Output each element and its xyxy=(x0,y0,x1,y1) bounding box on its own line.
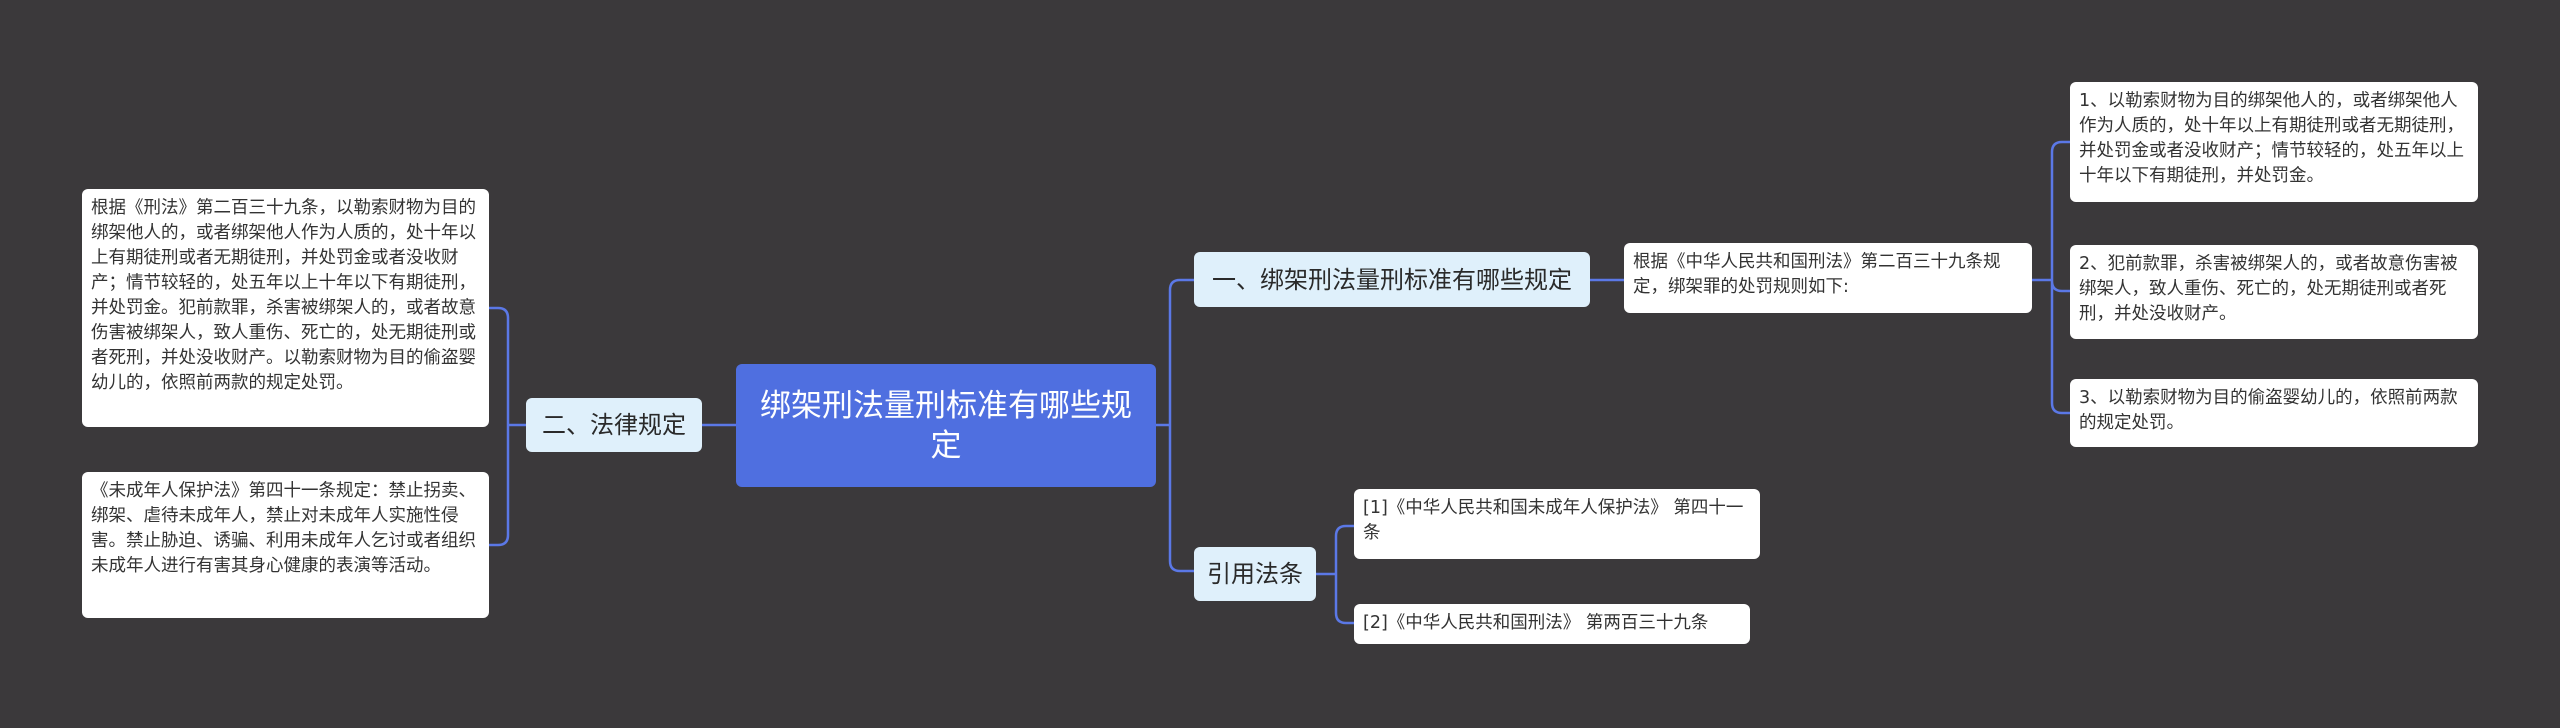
connector-root-right xyxy=(1156,278,1194,573)
leaf-text: 根据《刑法》第二百三十九条，以勒索财物为目的绑架他人的，或者绑架他人作为人质的，… xyxy=(91,198,476,393)
leaf-text: 根据《中华人民共和国刑法》第二百三十九条规定，绑架罪的处罚规则如下: xyxy=(1633,252,2001,297)
leaf-text: [1]《中华人民共和国未成年人保护法》 第四十一条 xyxy=(1363,498,1744,543)
leaf-text: 《未成年人保护法》第四十一条规定：禁止拐卖、绑架、虐待未成年人，禁止对未成年人实… xyxy=(91,481,476,576)
root-topic[interactable]: 绑架刑法量刑标准有哪些规定 xyxy=(736,364,1156,487)
leaf-citation-1[interactable]: [1]《中华人民共和国未成年人保护法》 第四十一条 xyxy=(1354,489,1760,559)
leaf-citation-2[interactable]: [2]《中华人民共和国刑法》 第两百三十九条 xyxy=(1354,604,1750,644)
leaf-text: [2]《中华人民共和国刑法》 第两百三十九条 xyxy=(1363,613,1709,633)
branch-label: 引用法条 xyxy=(1207,560,1303,588)
leaf-text: 1、以勒索财物为目的绑架他人的，或者绑架他人作为人质的，处十年以上有期徒刑或者无… xyxy=(2079,91,2464,186)
leaf-item-1[interactable]: 1、以勒索财物为目的绑架他人的，或者绑架他人作为人质的，处十年以上有期徒刑或者无… xyxy=(2070,82,2478,202)
leaf-criminal-law-intro[interactable]: 根据《中华人民共和国刑法》第二百三十九条规定，绑架罪的处罚规则如下: xyxy=(1624,243,2032,313)
root-topic-label: 绑架刑法量刑标准有哪些规定 xyxy=(760,387,1132,464)
connector-left-items xyxy=(489,306,526,547)
connector-child-items xyxy=(2032,140,2070,415)
leaf-criminal-law-article[interactable]: 根据《刑法》第二百三十九条，以勒索财物为目的绑架他人的，或者绑架他人作为人质的，… xyxy=(82,189,489,427)
branch-cited-laws[interactable]: 引用法条 xyxy=(1194,547,1316,601)
branch-legal-provisions[interactable]: 二、法律规定 xyxy=(526,398,702,452)
branch-label: 二、法律规定 xyxy=(542,411,686,439)
connector-refs-items xyxy=(1316,524,1354,625)
leaf-text: 3、以勒索财物为目的偷盗婴幼儿的，依照前两款的规定处罚。 xyxy=(2079,388,2458,433)
leaf-text: 2、犯前款罪，杀害被绑架人的，或者故意伤害被绑架人，致人重伤、死亡的，处无期徒刑… xyxy=(2079,254,2458,324)
leaf-minor-protection-article[interactable]: 《未成年人保护法》第四十一条规定：禁止拐卖、绑架、虐待未成年人，禁止对未成年人实… xyxy=(82,472,489,618)
branch-sentencing-standard[interactable]: 一、绑架刑法量刑标准有哪些规定 xyxy=(1194,252,1590,307)
branch-label: 一、绑架刑法量刑标准有哪些规定 xyxy=(1212,265,1572,294)
leaf-item-3[interactable]: 3、以勒索财物为目的偷盗婴幼儿的，依照前两款的规定处罚。 xyxy=(2070,379,2478,447)
leaf-item-2[interactable]: 2、犯前款罪，杀害被绑架人的，或者故意伤害被绑架人，致人重伤、死亡的，处无期徒刑… xyxy=(2070,245,2478,339)
